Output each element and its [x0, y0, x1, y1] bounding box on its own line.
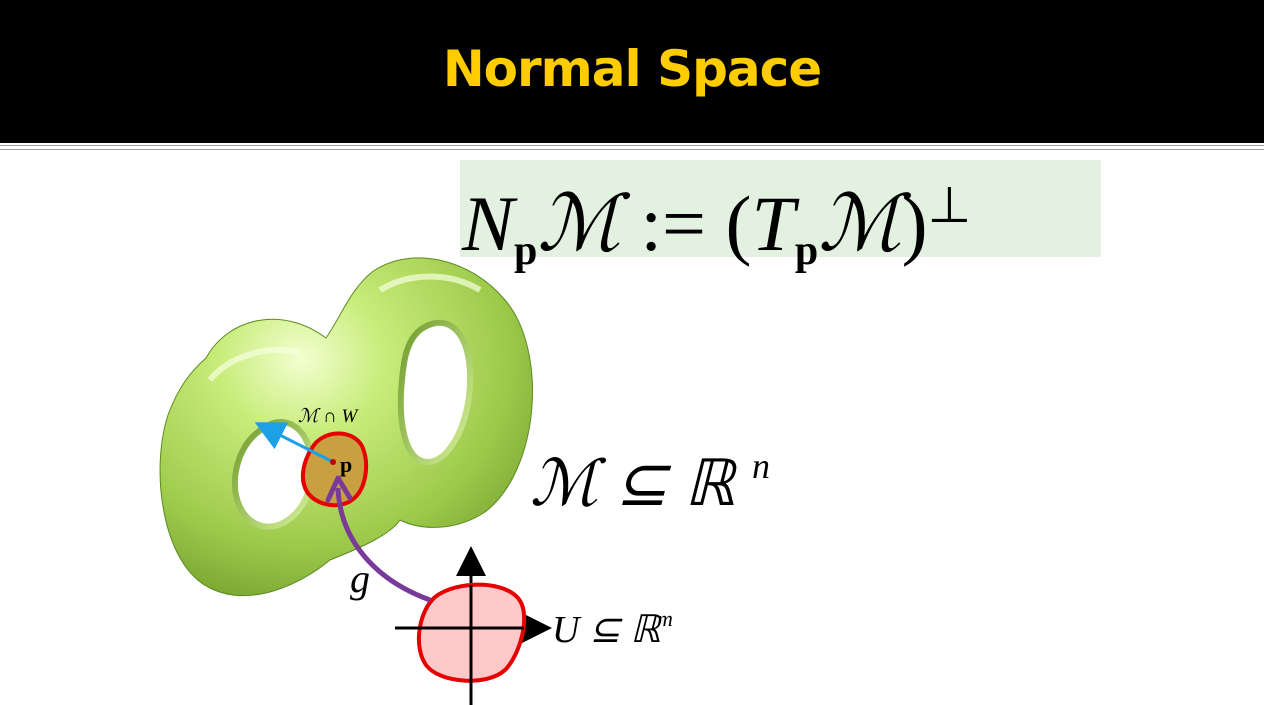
formula-t-symbol: T: [751, 180, 795, 267]
point-p-dot: [330, 459, 336, 465]
normal-vector-arrow: [254, 422, 334, 464]
domain-subset-label: U ⊆ ℝ: [552, 609, 662, 651]
formula-perp-superscript: ⊥: [927, 177, 972, 233]
patch-region: [300, 431, 369, 508]
point-p-label: p: [340, 452, 352, 477]
formula-n-symbol: N: [462, 180, 515, 267]
torus-hole-left: [231, 419, 316, 530]
formula-n-subscript: p: [514, 228, 538, 274]
manifold-exponent: n: [752, 446, 770, 486]
normal-space-formula: Npℳ := (Tpℳ)⊥: [460, 160, 1103, 274]
map-g-arrow: [335, 487, 431, 603]
manifold-subset-label: ℳ ⊆ ℝ: [530, 448, 738, 519]
title-bar: Normal Space: [0, 0, 1264, 143]
map-g-label: g: [350, 556, 370, 601]
formula-assign: :=: [640, 180, 706, 267]
formula-paren-open: (: [725, 180, 752, 267]
formula-lhs-manifold: ℳ: [537, 180, 621, 267]
torus-hole-right: [397, 319, 474, 466]
formula-rhs-manifold: ℳ: [818, 180, 902, 267]
title-divider-line: [0, 145, 1264, 146]
surface-highlight: [207, 346, 301, 382]
map-g-arrowhead: [325, 475, 353, 503]
formula-paren-close: ): [901, 180, 928, 267]
slide-title: Normal Space: [442, 40, 822, 98]
title-divider-line-2: [0, 149, 1264, 150]
normal-space-formula-box: Npℳ := (Tpℳ)⊥: [460, 160, 1103, 274]
patch-label: ℳ ∩ W: [298, 406, 360, 427]
surface-highlight-2: [378, 273, 482, 293]
formula-t-subscript: p: [794, 228, 819, 274]
domain-exponent: m: [657, 606, 673, 631]
